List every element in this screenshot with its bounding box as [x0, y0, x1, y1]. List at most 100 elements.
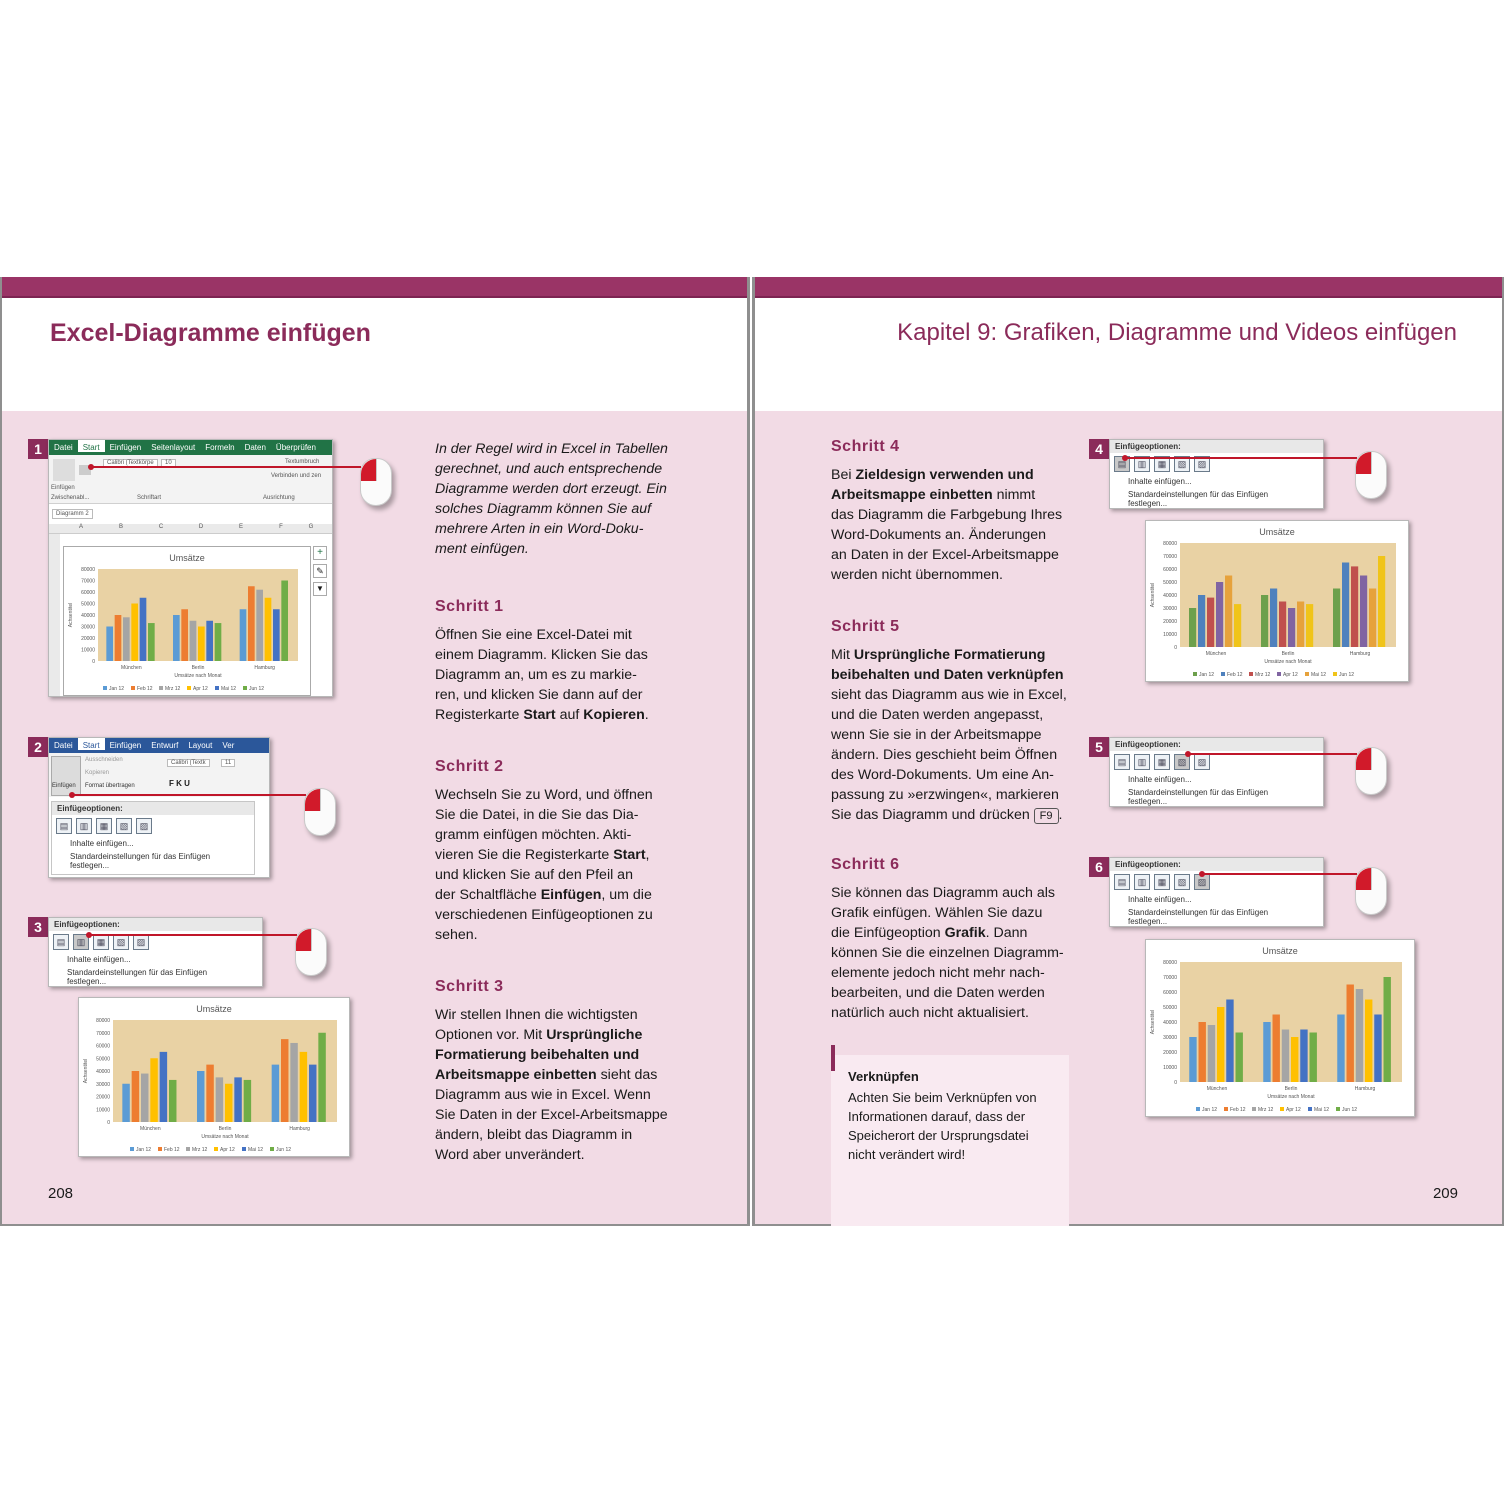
- paste-picture-icon[interactable]: ▨: [136, 818, 152, 834]
- legend-label: Jun 12: [276, 1147, 291, 1153]
- use-destination-theme-icon[interactable]: ▥: [76, 818, 92, 834]
- paste-special-item[interactable]: Inhalte einfügen...: [1128, 775, 1192, 784]
- keep-source-link-icon[interactable]: ▦: [93, 934, 109, 950]
- cut-button[interactable]: Ausschneiden: [85, 757, 123, 763]
- text-bold: Start: [523, 707, 556, 723]
- keep-source-link-icon[interactable]: ▦: [1154, 456, 1170, 472]
- tab-layout[interactable]: Layout: [188, 741, 213, 750]
- paste-special-item[interactable]: Inhalte einfügen...: [1128, 895, 1192, 904]
- keep-source-formatting-icon[interactable]: ▥: [1134, 874, 1150, 890]
- text-line: natürlich auch nicht aktualisiert.: [831, 1005, 1029, 1021]
- chart-styles-brush-icon[interactable]: ✎: [313, 564, 327, 578]
- use-destination-theme-icon[interactable]: ▤: [53, 934, 69, 950]
- use-destination-theme-icon[interactable]: ▤: [1114, 874, 1130, 890]
- text-bold: Kopieren: [583, 707, 645, 723]
- paste-picture-icon[interactable]: ▨: [1194, 456, 1210, 472]
- destination-link-icon[interactable]: ▧: [113, 934, 129, 950]
- bar: [198, 626, 205, 661]
- set-default-paste-item[interactable]: Standardeinstellungen für das Einfügen f…: [70, 852, 211, 870]
- text-line: Diagramm an, um es zu markie-: [435, 667, 637, 683]
- tab-start[interactable]: Start: [77, 738, 105, 750]
- text-line: passung zu »erzwingen«, markieren: [831, 787, 1059, 803]
- font-name-select[interactable]: Calibri (Textk: [167, 759, 210, 767]
- legend-label: Mrz 12: [1255, 672, 1271, 678]
- use-destination-theme-icon[interactable]: ▤: [1114, 754, 1130, 770]
- paste-special-item[interactable]: Inhalte einfügen...: [1128, 477, 1192, 486]
- set-default-paste-item[interactable]: Standardeinstellungen für das Einfügen f…: [1128, 490, 1269, 508]
- wrap-text-button[interactable]: Textumbruch: [285, 459, 320, 465]
- set-default-paste-item[interactable]: Standardeinstellungen für das Einfügen f…: [1128, 788, 1269, 806]
- tab-verweise[interactable]: Ver: [222, 741, 235, 750]
- tab-seitenlayout[interactable]: Seitenlayout: [151, 443, 196, 452]
- paste-picture-icon[interactable]: ▨: [133, 934, 149, 950]
- copy-icon[interactable]: [79, 465, 91, 475]
- tab-formeln[interactable]: Formeln: [205, 443, 235, 452]
- font-size-select[interactable]: 11: [221, 759, 236, 767]
- bar: [1300, 1029, 1308, 1082]
- legend-swatch: [214, 1147, 218, 1151]
- keep-source-formatting-icon[interactable]: ▥: [1134, 754, 1150, 770]
- text-line: Mit Ursprüngliche Formatierung: [831, 645, 1091, 665]
- paste-icon[interactable]: [53, 459, 75, 481]
- text-line: Sie die Datei, in die Sie das Dia-: [435, 807, 639, 823]
- paste-button[interactable]: Einfügen: [51, 756, 81, 796]
- keep-source-link-icon[interactable]: ▦: [96, 818, 112, 834]
- tab-ueberpruefen[interactable]: Überprüfen: [275, 443, 316, 452]
- y-tick-label: 10000: [96, 1107, 110, 1113]
- format-painter-button[interactable]: Format übertragen: [85, 783, 135, 789]
- paste-special-item[interactable]: Inhalte einfügen...: [67, 955, 131, 964]
- keep-source-formatting-icon[interactable]: ▥: [73, 934, 89, 950]
- bar: [1374, 1014, 1382, 1082]
- text-run: der Schaltfläche: [435, 887, 541, 903]
- bar: [1207, 597, 1215, 647]
- tab-datei[interactable]: Datei: [54, 741, 73, 750]
- destination-link-icon[interactable]: ▧: [1174, 874, 1190, 890]
- paste-options-screenshot: Einfügeoptionen: ▤▥▦▧▨ Inhalte einfügen.…: [48, 917, 263, 987]
- x-tick-label: München: [140, 1126, 161, 1132]
- chart-elements-plus-icon[interactable]: +: [313, 546, 327, 560]
- text-line: Arbeitsmappe einbetten nimmt: [831, 485, 1081, 505]
- set-default-paste-item[interactable]: Standardeinstellungen für das Einfügen f…: [1128, 908, 1269, 926]
- set-default-paste-item[interactable]: Standardeinstellungen für das Einfügen f…: [67, 968, 208, 986]
- copy-button[interactable]: Kopieren: [85, 770, 110, 776]
- keep-source-formatting-icon[interactable]: ▤: [56, 818, 72, 834]
- destination-link-icon[interactable]: ▧: [1174, 754, 1190, 770]
- legend-swatch: [1305, 672, 1309, 676]
- name-box[interactable]: Diagramm 2: [52, 509, 93, 519]
- legend-swatch: [1224, 1107, 1228, 1111]
- y-tick-label: 70000: [96, 1031, 110, 1037]
- destination-link-icon[interactable]: ▧: [116, 818, 132, 834]
- tab-einfuegen[interactable]: Einfügen: [109, 443, 142, 452]
- paste-special-item[interactable]: Inhalte einfügen...: [70, 839, 134, 848]
- paste-option-icons: ▤▥▦▧▨: [1110, 871, 1323, 893]
- tab-datei[interactable]: Datei: [54, 443, 73, 452]
- text-line: Sie können das Diagramm auch als: [831, 885, 1055, 901]
- note-title: Verknüpfen: [848, 1069, 919, 1084]
- mouse-icon: [295, 928, 327, 976]
- keep-source-link-icon[interactable]: ▦: [1154, 754, 1170, 770]
- keep-source-link-icon[interactable]: ▦: [1154, 874, 1170, 890]
- tab-daten[interactable]: Daten: [244, 443, 266, 452]
- legend-label: Apr 12: [1283, 672, 1298, 678]
- paste-picture-icon[interactable]: ▨: [1194, 754, 1210, 770]
- tab-einfuegen[interactable]: Einfügen: [109, 741, 142, 750]
- chart-filter-icon[interactable]: ▼: [313, 582, 327, 596]
- legend-swatch: [158, 1147, 162, 1151]
- keep-source-formatting-icon[interactable]: ▥: [1134, 456, 1150, 472]
- bar: [169, 1079, 177, 1122]
- tab-start[interactable]: Start: [77, 440, 105, 452]
- y-tick-label: 80000: [1163, 541, 1177, 547]
- bar: [206, 1064, 214, 1122]
- bar: [1261, 595, 1269, 647]
- legend-label: Jan 12: [1199, 672, 1214, 678]
- bold-button[interactable]: F K U: [169, 779, 190, 788]
- text-line: der Schaltfläche Einfügen, um die: [435, 885, 705, 905]
- merge-center-button[interactable]: Verbinden und zen: [271, 473, 322, 479]
- y-tick-label: 80000: [1163, 960, 1177, 966]
- tab-entwurf[interactable]: Entwurf: [151, 741, 179, 750]
- destination-link-icon[interactable]: ▧: [1174, 456, 1190, 472]
